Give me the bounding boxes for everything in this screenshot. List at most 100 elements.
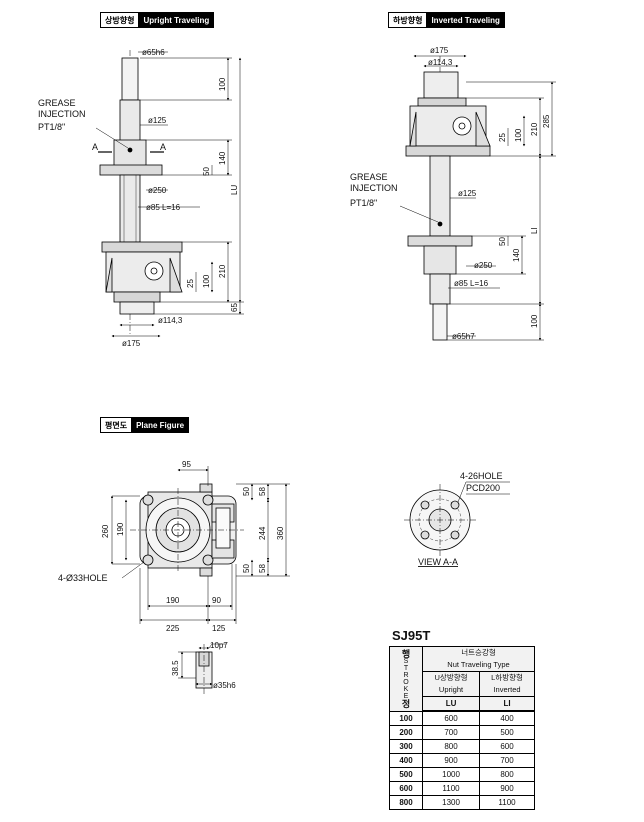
ll-cell: 1100 (479, 795, 535, 810)
upright-shaft-dia: ø65h6 (142, 48, 165, 57)
stroke-spec-table: 행 S T R O K E 정 너트승강형 Nut Traveling Type… (389, 646, 535, 810)
stroke-ko-top: 행 (401, 649, 411, 659)
ll-cell: 600 (479, 739, 535, 754)
plane-dim-260: 260 (101, 524, 110, 538)
upright-traveling-tag: 상방향형 Upright Traveling (100, 12, 215, 28)
ll-cell: 700 (479, 753, 535, 768)
inverted-dim-285: 285 (542, 114, 551, 128)
inverted-dim-100: 100 (514, 128, 523, 142)
col-lu: LU (421, 696, 481, 711)
view-aa-labels: 4-26HOLE PCD200 VIEW A-A (418, 471, 503, 567)
col-ll: LI (479, 696, 535, 711)
header-ko: 너트승강형 (461, 648, 496, 657)
inverted-dim-ll: LI (530, 227, 539, 234)
header-en: Nut Traveling Type (447, 660, 510, 669)
plane-dim-190-h: 190 (166, 596, 180, 605)
ll-cell: 800 (479, 767, 535, 782)
upright-tag-en: Upright Traveling (139, 13, 214, 27)
inverted-nut-dia: ø125 (458, 189, 477, 198)
inverted-dimension-lines (413, 54, 556, 341)
stroke-cell: 400 (389, 753, 423, 768)
stroke-cell: 800 (389, 795, 423, 810)
upright-base-dia: ø114,3 (158, 316, 183, 325)
lu-cell: 800 (421, 739, 481, 754)
inverted-tag-en: Inverted Traveling (427, 13, 504, 27)
plane-dim-58-bot: 58 (258, 564, 267, 573)
inverted-grease-3: PT1/8" (350, 198, 377, 208)
view-aa-caption: VIEW A-A (418, 557, 458, 567)
upright-section-a-right: A (160, 142, 166, 152)
ll-cell: 900 (479, 781, 535, 796)
stroke-cell: 300 (389, 739, 423, 754)
lu-cell: 1100 (421, 781, 481, 796)
upright-grease-1: GREASE (38, 98, 76, 108)
upright-screw: ø85 L=16 (146, 203, 181, 212)
upright-section-a-left: A (92, 142, 98, 152)
upright-grease-2: INJECTION (38, 109, 86, 119)
inverted-top-dia: ø114,3 (428, 58, 453, 67)
plane-dim-360: 360 (276, 526, 285, 540)
model-title: SJ95T (392, 628, 431, 643)
inverted-tag-ko: 하방향형 (389, 13, 428, 27)
upright-ko: U상방향형 (434, 673, 468, 682)
upright-dim-lu: LU (230, 185, 239, 195)
inverted-traveling-tag: 하방향형 Inverted Traveling (388, 12, 505, 28)
lu-cell: 1000 (421, 767, 481, 782)
key-detail-len: 38.5 (171, 660, 180, 676)
plane-labels: 95 50 58 260 190 244 360 50 58 4-Ø33HOLE… (58, 460, 285, 633)
plane-dim-95: 95 (182, 460, 191, 469)
lu-cell: 900 (421, 753, 481, 768)
upright-flange-dia: ø250 (148, 186, 167, 195)
nut-traveling-header: 너트승강형 Nut Traveling Type (422, 646, 535, 672)
plane-figure-tag: 평면도 Plane Figure (100, 417, 190, 433)
upright-dim-50: 50 (202, 167, 211, 176)
upright-dim-25: 25 (186, 279, 195, 288)
upright-en: Upright (438, 685, 464, 694)
plane-dim-58-top: 58 (258, 487, 267, 496)
stroke-ko-bottom: 정 (401, 699, 411, 709)
inverted-ko: L하방향형 (491, 673, 523, 682)
view-aa-hole: 4-26HOLE (460, 471, 503, 481)
inverted-grease-1: GREASE (350, 172, 388, 182)
plane-dim-244: 244 (258, 526, 267, 540)
stroke-en: S T R O K E (403, 658, 409, 700)
upright-dim-65: 65 (230, 303, 239, 312)
plane-dim-90: 90 (212, 596, 221, 605)
key-detail-key: 10p7 (210, 641, 228, 650)
plane-dimension-lines (110, 466, 290, 624)
lu-cell: 700 (421, 725, 481, 740)
inverted-dim-100-bottom: 100 (530, 314, 539, 328)
plane-dim-225: 225 (166, 624, 180, 633)
upright-grease-3: PT1/8" (38, 122, 65, 132)
upright-col-header: U상방향형 Upright (421, 671, 481, 697)
inverted-shaft-dia: ø65h7 (452, 332, 475, 341)
key-detail-drawing (195, 644, 213, 694)
ll-cell: 500 (479, 725, 535, 740)
upright-labels: ø65h6 GREASE INJECTION PT1/8" ø125 A A ø… (38, 48, 239, 348)
plane-dim-190-v: 190 (116, 522, 125, 536)
inverted-dim-140: 140 (512, 248, 521, 262)
ll-cell: 400 (479, 711, 535, 726)
stroke-cell: 600 (389, 781, 423, 796)
inverted-drawing (399, 56, 491, 342)
inverted-flange-dia: ø250 (474, 261, 493, 270)
key-detail-dia: ø35h6 (213, 681, 236, 690)
view-aa-drawing (404, 481, 510, 556)
upright-dim-210: 210 (218, 264, 227, 278)
plane-dim-125: 125 (212, 624, 226, 633)
view-aa-pcd: PCD200 (466, 483, 500, 493)
plane-dim-50-bot: 50 (242, 564, 251, 573)
plane-dim-50-top: 50 (242, 487, 251, 496)
stroke-header-cell: 행 S T R O K E 정 (389, 646, 423, 712)
inverted-en: Inverted (493, 685, 521, 694)
key-detail-labels: 10p7 38.5 ø35h6 (171, 641, 236, 690)
inverted-dim-25: 25 (498, 133, 507, 142)
plane-hole: 4-Ø33HOLE (58, 573, 108, 583)
inverted-col-header: L하방향형 Inverted (479, 671, 535, 697)
stroke-cell: 200 (389, 725, 423, 740)
inverted-screw: ø85 L=16 (454, 279, 489, 288)
plane-tag-ko: 평면도 (101, 418, 133, 432)
